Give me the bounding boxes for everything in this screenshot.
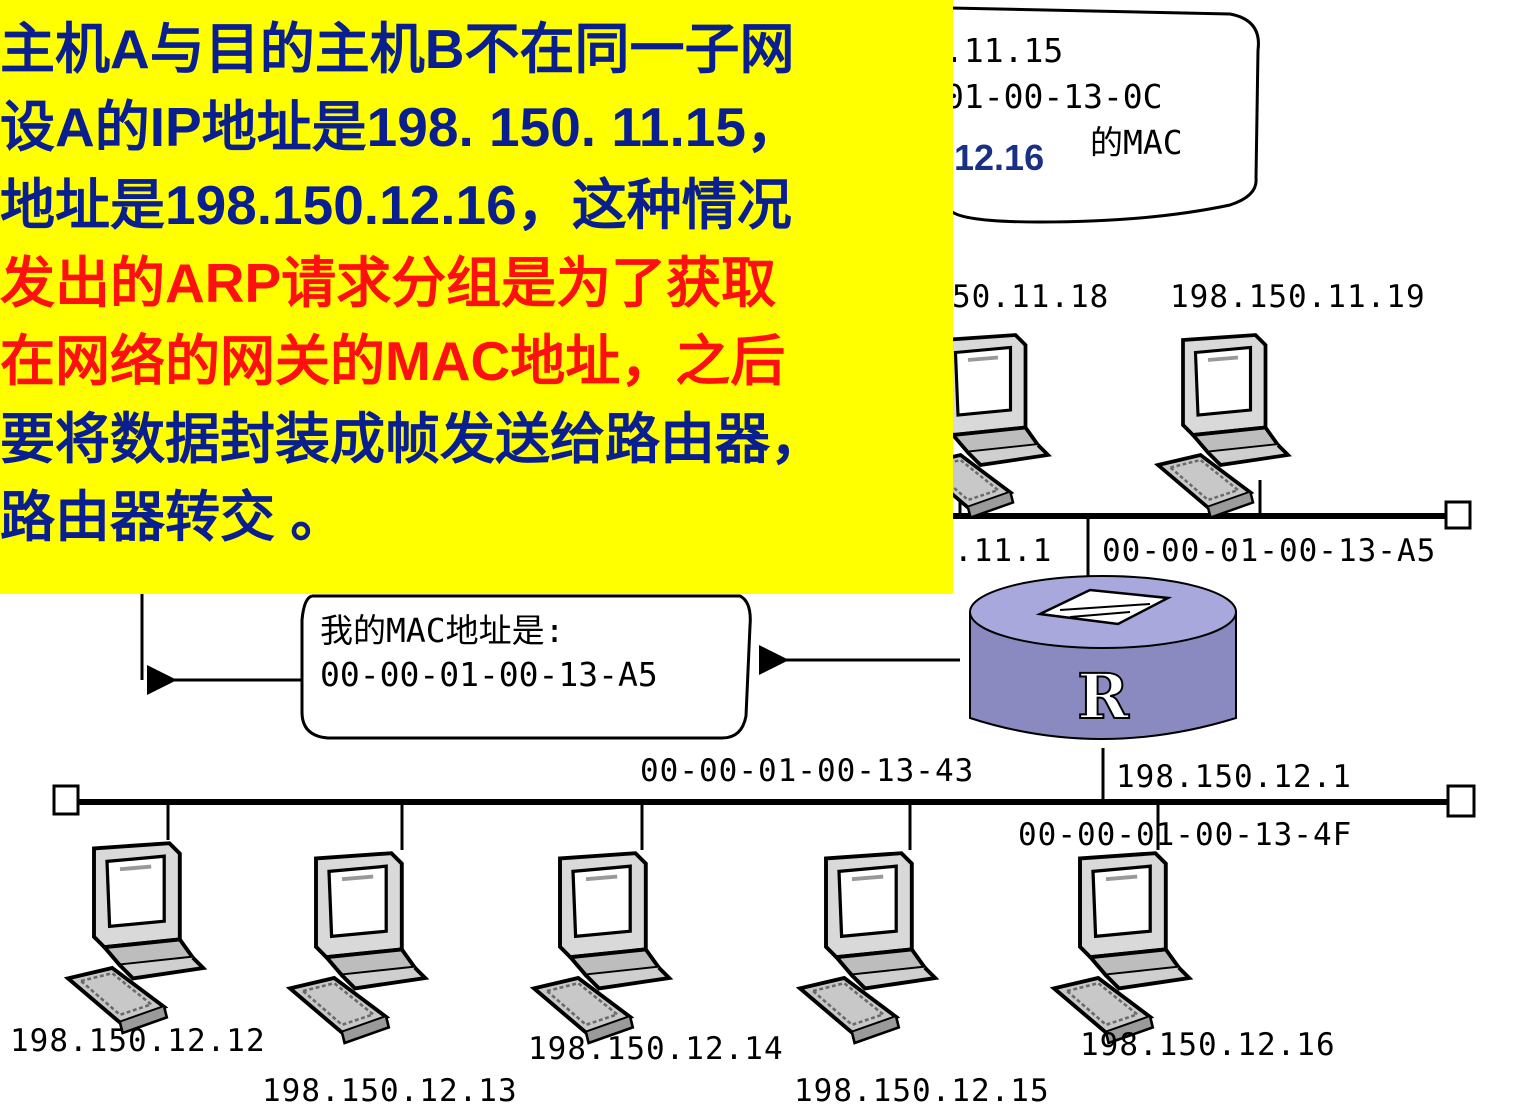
reply-bubble-line2: 00-00-01-00-13-A5 — [320, 655, 658, 694]
upper-host-2-ip: 198.150.11.19 — [1170, 279, 1426, 315]
callout-line-4: 发出的ARP请求分组是为了获取 — [0, 252, 777, 314]
lower-host-5 — [1052, 851, 1192, 1045]
reply-bubble — [300, 594, 752, 740]
router-upper-ip: .11.1 — [954, 533, 1053, 569]
router-lower-ip: 198.150.12.1 — [1116, 759, 1352, 795]
lower-host-2 — [288, 851, 428, 1045]
explanation-callout: 主机A与目的主机B不在同一子网 设A的IP地址是198. 150. 11.15，… — [0, 0, 953, 594]
lower-bus-terminator-left — [52, 784, 80, 816]
router-lower-mac: 00-00-01-00-13-43 — [640, 753, 975, 789]
request-bubble-line1: .11.15 — [944, 31, 1064, 70]
router-upper-mac: 00-00-01-00-13-A5 — [1102, 533, 1437, 569]
router-label: R — [1077, 660, 1129, 733]
upper-bus-terminator — [1444, 500, 1472, 530]
lower-host-1 — [66, 841, 206, 1035]
host-b-mac: 00-00-01-00-13-4F — [1018, 817, 1353, 853]
request-bubble-target-ip: .12.16 — [944, 137, 1045, 178]
callout-line-7: 路由器转交 。 — [0, 486, 346, 548]
lower-host-4 — [798, 851, 938, 1045]
router — [969, 575, 1237, 740]
request-bubble-line2: 01-00-13-0C — [944, 77, 1163, 116]
upper-host-1-ip: 50.11.18 — [952, 279, 1110, 315]
reply-bubble-line1: 我的MAC地址是: — [320, 611, 565, 650]
lower-host-4-ip: 198.150.12.15 — [794, 1073, 1050, 1109]
lower-host-3 — [532, 851, 672, 1045]
lower-host-5-ip: 198.150.12.16 — [1080, 1027, 1336, 1063]
request-bubble — [948, 6, 1260, 224]
lower-bus-terminator-right — [1446, 784, 1476, 818]
callout-line-5: 在网络的网关的MAC地址，之后 — [0, 330, 786, 392]
lower-host-3-ip: 198.150.12.14 — [528, 1031, 784, 1067]
callout-line-2: 设A的IP地址是198. 150. 11.15， — [0, 96, 801, 158]
callout-line-1: 主机A与目的主机B不在同一子网 — [0, 18, 795, 80]
callout-line-6: 要将数据封装成帧发送给路由器， — [0, 408, 826, 470]
lower-host-2-ip: 198.150.12.13 — [262, 1073, 518, 1109]
request-bubble-line3: 的MAC — [1090, 123, 1183, 162]
upper-host-2 — [1156, 333, 1290, 520]
callout-line-3: 地址是198.150.12.16，这种情况 — [0, 174, 792, 236]
lower-host-1-ip: 198.150.12.12 — [10, 1023, 266, 1059]
